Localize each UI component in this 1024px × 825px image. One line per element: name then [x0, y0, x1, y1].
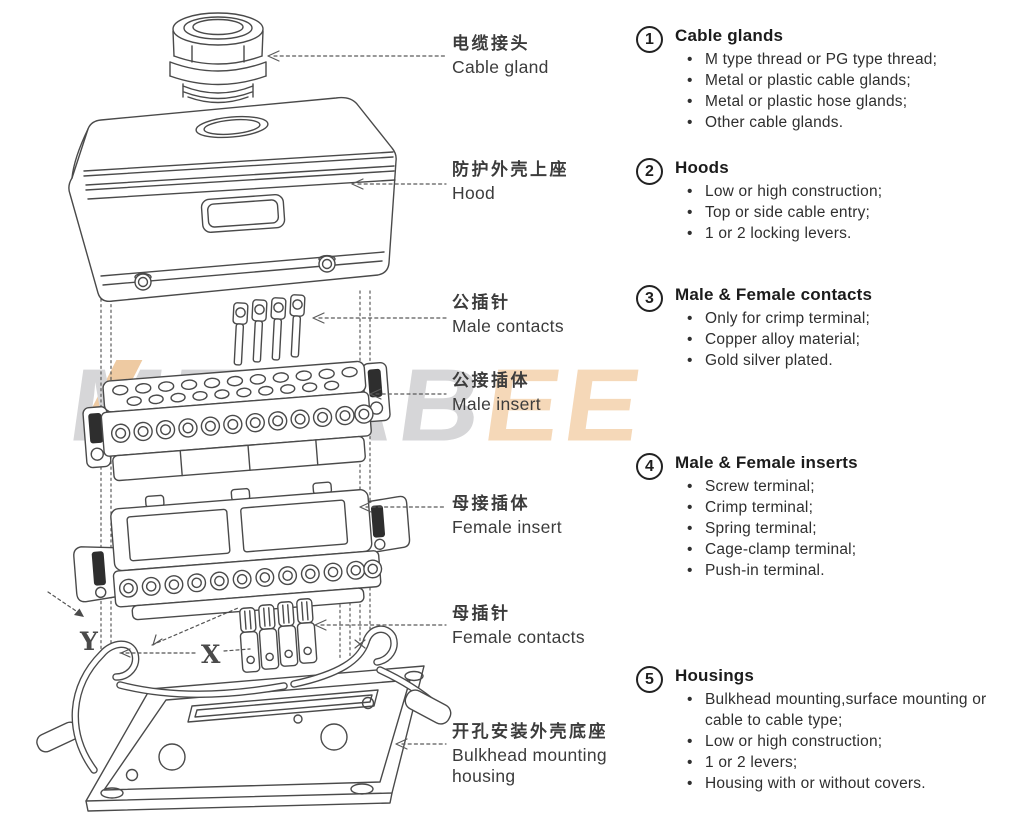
bullet: Low or high construction;	[675, 731, 1018, 752]
legend-item-housings: 5 Housings Bulkhead mounting,surface mou…	[636, 666, 1018, 794]
bullet: Low or high construction;	[675, 181, 1018, 202]
housing-drawing	[36, 625, 452, 812]
male-insert-drawing	[82, 360, 391, 482]
legend-title-cable-glands: Cable glands	[675, 26, 784, 45]
legend-title-hoods: Hoods	[675, 158, 729, 177]
legend-bullets-inserts: Screw terminal; Crimp terminal; Spring t…	[675, 476, 1018, 581]
legend-number-3: 3	[636, 285, 663, 312]
female-contacts-drawing	[239, 598, 318, 673]
male-contacts-drawing	[232, 294, 306, 366]
legend-title-inserts: Male & Female inserts	[675, 453, 858, 472]
bullet: 1 or 2 levers;	[675, 752, 1018, 773]
axis-marks: Y X	[47, 591, 366, 669]
bullet: Housing with or without covers.	[675, 773, 1018, 794]
label-female-insert: 母接插体 Female insert	[452, 494, 562, 538]
label-cable-gland-zh: 电缆接头	[452, 34, 530, 53]
label-hood-zh: 防护外壳上座	[452, 160, 569, 179]
bullet: Cage-clamp terminal;	[675, 539, 1018, 560]
axis-mark-x: X	[201, 640, 221, 669]
label-bulkhead-housing-en: Bulkhead mounting housing	[452, 745, 607, 786]
label-male-contacts-zh: 公插针	[452, 293, 511, 312]
label-male-contacts-en: Male contacts	[452, 316, 564, 336]
axis-mark-y: Y	[79, 627, 99, 656]
bullet: Metal or plastic hose glands;	[675, 91, 1018, 112]
label-cable-gland-en: Cable gland	[452, 57, 549, 77]
bullet: Metal or plastic cable glands;	[675, 70, 1018, 91]
label-male-contacts: 公插针 Male contacts	[452, 293, 564, 337]
label-hood: 防护外壳上座 Hood	[452, 160, 569, 204]
legend-title-contacts: Male & Female contacts	[675, 285, 873, 304]
legend-bullets-housings: Bulkhead mounting,surface mounting or ca…	[675, 689, 1018, 794]
leader-lines	[267, 50, 447, 750]
bullet: Other cable glands.	[675, 112, 1018, 133]
bullet: Only for crimp terminal;	[675, 308, 1018, 329]
legend-number-4: 4	[636, 453, 663, 480]
bullet: Screw terminal;	[675, 476, 1018, 497]
cable-gland-drawing	[169, 12, 267, 104]
legend-number-1: 1	[636, 26, 663, 53]
hood-drawing	[68, 96, 397, 303]
legend-item-contacts: 3 Male & Female contacts Only for crimp …	[636, 285, 1018, 371]
label-cable-gland: 电缆接头 Cable gland	[452, 34, 549, 78]
label-male-insert: 公接插体 Male insert	[452, 371, 541, 415]
label-female-contacts-zh: 母插针	[452, 604, 511, 623]
legend-item-inserts: 4 Male & Female inserts Screw terminal; …	[636, 453, 1018, 581]
label-female-insert-en: Female insert	[452, 517, 562, 537]
legend-number-2: 2	[636, 158, 663, 185]
label-bulkhead-housing-zh: 开孔安装外壳底座	[452, 722, 608, 741]
label-male-insert-zh: 公接插体	[452, 371, 530, 390]
label-female-contacts-en: Female contacts	[452, 627, 585, 647]
label-hood-en: Hood	[452, 183, 496, 203]
bullet: Push-in terminal.	[675, 560, 1018, 581]
bullet: Bulkhead mounting,surface mounting or ca…	[675, 689, 1018, 731]
bullet: Top or side cable entry;	[675, 202, 1018, 223]
female-insert-drawing	[73, 481, 411, 621]
label-male-insert-en: Male insert	[452, 394, 541, 414]
label-female-insert-zh: 母接插体	[452, 494, 530, 513]
legend-bullets-hoods: Low or high construction; Top or side ca…	[675, 181, 1018, 244]
bullet: M type thread or PG type thread;	[675, 49, 1018, 70]
legend-title-housings: Housings	[675, 666, 755, 685]
legend-item-cable-glands: 1 Cable glands M type thread or PG type …	[636, 26, 1018, 133]
legend-number-5: 5	[636, 666, 663, 693]
legend-bullets-contacts: Only for crimp terminal; Copper alloy ma…	[675, 308, 1018, 371]
label-bulkhead-housing: 开孔安装外壳底座 Bulkhead mounting housing	[452, 722, 652, 787]
bullet: 1 or 2 locking levers.	[675, 223, 1018, 244]
bullet: Gold silver plated.	[675, 350, 1018, 371]
legend-item-hoods: 2 Hoods Low or high construction; Top or…	[636, 158, 1018, 244]
bullet: Spring terminal;	[675, 518, 1018, 539]
label-female-contacts: 母插针 Female contacts	[452, 604, 585, 648]
bullet: Copper alloy material;	[675, 329, 1018, 350]
legend-bullets-cable-glands: M type thread or PG type thread; Metal o…	[675, 49, 1018, 133]
bullet: Crimp terminal;	[675, 497, 1018, 518]
